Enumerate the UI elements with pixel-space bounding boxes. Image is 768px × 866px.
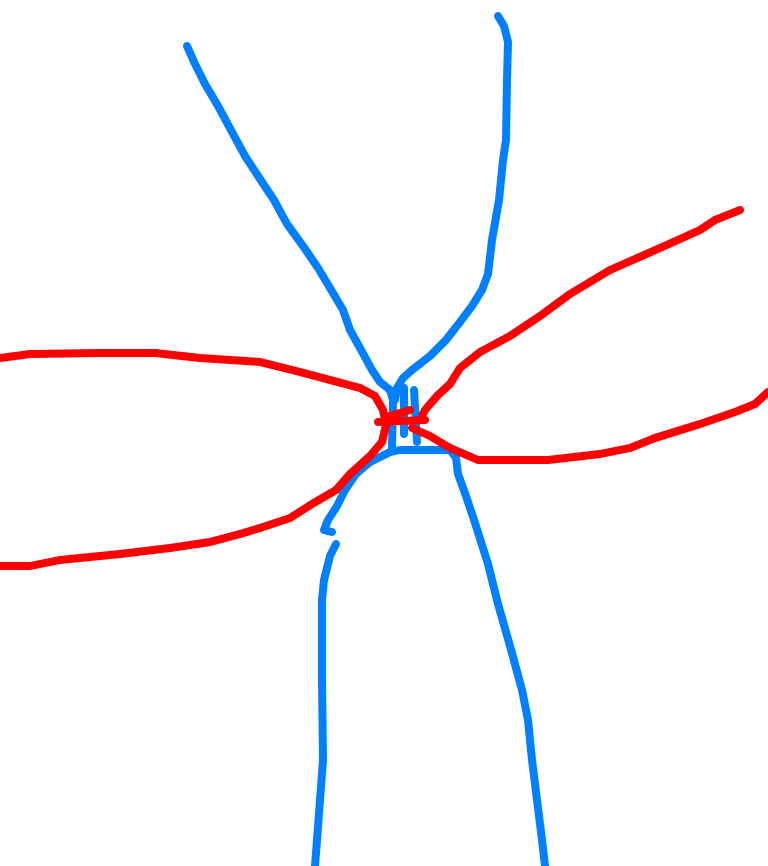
blue-stroke-lower-left-upper	[320, 448, 394, 536]
blue-strokes	[183, 12, 549, 866]
blue-stroke-lower-right	[386, 446, 549, 866]
red-stroke-upper-right	[416, 206, 744, 424]
blue-stroke-upper-right	[391, 12, 512, 404]
red-stroke-center-dash	[386, 406, 414, 420]
blue-stroke-lower-left	[311, 540, 340, 866]
red-stroke-left-loop	[0, 349, 390, 570]
red-stroke-right	[408, 388, 768, 464]
blue-stroke-upper-left	[183, 42, 397, 452]
red-strokes	[0, 206, 768, 570]
red-stroke-center-bar	[374, 416, 429, 426]
